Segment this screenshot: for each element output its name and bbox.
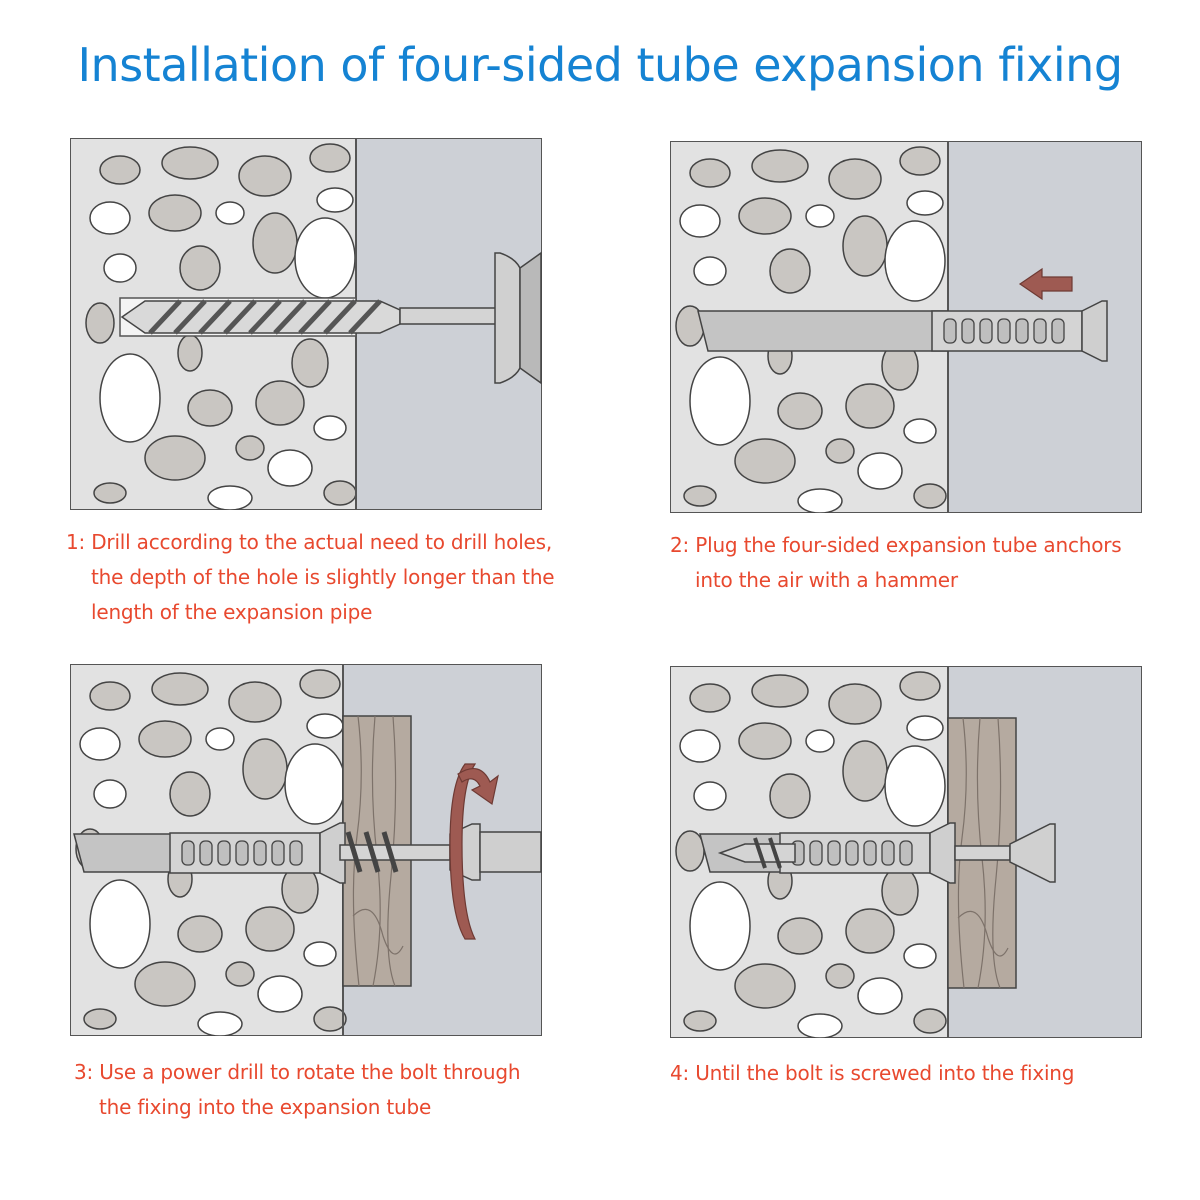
caption-line: the fixing into the expansion tube [99,1095,432,1119]
caption-line: 2: Plug the four-sided expansion tube an… [670,533,1122,557]
bolt-fixed-icon [670,666,1142,1038]
step-1-illustration [70,138,542,510]
caption-line: into the air with a hammer [695,568,958,592]
step-3-caption: 3: Use a power drill to rotate the bolt … [74,1055,521,1125]
hammer-anchor-in-icon [670,141,1142,513]
step-2-illustration [670,141,1142,513]
caption-line: length of the expansion pipe [91,600,373,624]
caption-line: 1: Drill according to the actual need to… [66,530,553,554]
caption-line: the depth of the hole is slightly longer… [91,565,555,589]
caption-line: 3: Use a power drill to rotate the bolt … [74,1060,521,1084]
caption-line: 4: Until the bolt is screwed into the fi… [670,1061,1075,1085]
step-2-caption: 2: Plug the four-sided expansion tube an… [670,528,1122,598]
step-1-caption: 1: Drill according to the actual need to… [66,525,555,630]
page-title: Installation of four-sided tube expansio… [77,38,1123,92]
step-4-caption: 4: Until the bolt is screwed into the fi… [670,1056,1074,1091]
rotate-bolt-icon [70,664,542,1036]
step-3-illustration [70,664,542,1036]
step-4-illustration [670,666,1142,1038]
drill-into-wall-icon [70,138,542,510]
